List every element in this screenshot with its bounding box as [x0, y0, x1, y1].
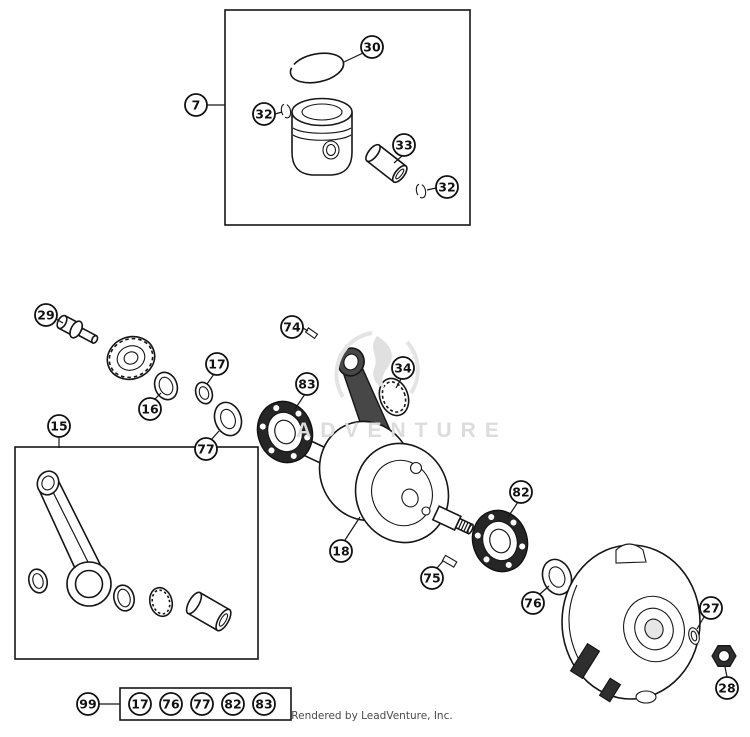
- callout-27[interactable]: 27: [699, 596, 723, 620]
- callout-74[interactable]: 74: [280, 315, 304, 339]
- flame-icon: [373, 336, 392, 388]
- bolt-29: [56, 314, 99, 344]
- pin-74: [304, 327, 319, 340]
- circlip-right: [415, 183, 427, 199]
- watermark-text: ADVENTURE: [296, 419, 508, 442]
- svg-text:30: 30: [363, 40, 381, 55]
- ignition-cover: [561, 543, 701, 704]
- footer-credit: Rendered by LeadVenture, Inc.: [291, 710, 452, 722]
- piston: [291, 97, 353, 176]
- watermark: ADVENTURE: [296, 331, 508, 442]
- washer-17: [194, 381, 214, 405]
- wrist-pin: [365, 143, 408, 184]
- svg-text:32: 32: [255, 107, 272, 122]
- callout-32-left[interactable]: 32: [252, 102, 276, 126]
- callout-16[interactable]: 16: [138, 397, 162, 421]
- main-bearing-right-82: [471, 509, 529, 573]
- callout-28[interactable]: 28: [715, 676, 739, 700]
- legend-callout-17[interactable]: 17: [128, 692, 152, 716]
- seal-76: [541, 558, 573, 596]
- conrod-kit-box: [14, 446, 259, 660]
- svg-text:17: 17: [131, 697, 148, 712]
- svg-text:29: 29: [37, 308, 54, 323]
- svg-text:77: 77: [197, 442, 214, 457]
- callout-83[interactable]: 83: [295, 372, 319, 396]
- callout-18[interactable]: 18: [329, 539, 353, 563]
- circlip-left: [280, 103, 292, 119]
- conrod-kit: [27, 470, 232, 632]
- svg-text:17: 17: [208, 357, 225, 372]
- callout-29[interactable]: 29: [34, 303, 58, 327]
- svg-text:99: 99: [79, 697, 96, 712]
- piston-ring: [289, 52, 345, 84]
- legend-callout-77[interactable]: 77: [190, 692, 214, 716]
- seal-77: [213, 401, 243, 437]
- svg-text:82: 82: [224, 697, 241, 712]
- svg-text:7: 7: [192, 98, 201, 113]
- svg-text:74: 74: [283, 320, 301, 335]
- svg-text:15: 15: [50, 419, 67, 434]
- svg-text:83: 83: [298, 377, 315, 392]
- legend-callout-82[interactable]: 82: [221, 692, 245, 716]
- needle-bearing-34: [378, 377, 410, 417]
- svg-text:16: 16: [141, 402, 159, 417]
- callout-76[interactable]: 76: [521, 591, 545, 615]
- crank-webs: [318, 420, 474, 544]
- callout-7[interactable]: 7: [184, 93, 208, 117]
- callout-15[interactable]: 15: [47, 414, 71, 438]
- callout-30[interactable]: 30: [360, 35, 384, 59]
- svg-text:83: 83: [255, 697, 272, 712]
- svg-text:33: 33: [395, 138, 412, 153]
- piston-group-box: [224, 9, 471, 226]
- callout-17[interactable]: 17: [205, 352, 229, 376]
- leader-lines: [55, 52, 728, 705]
- callout-82[interactable]: 82: [509, 480, 533, 504]
- callout-34[interactable]: 34: [391, 356, 415, 380]
- legend-callout-76[interactable]: 76: [159, 692, 183, 716]
- ring-16: [153, 371, 179, 401]
- primary-gear: [106, 335, 156, 381]
- legend-callout-83[interactable]: 83: [252, 692, 276, 716]
- pin-75: [441, 554, 458, 568]
- callout-33[interactable]: 33: [392, 133, 416, 157]
- svg-text:34: 34: [394, 361, 412, 376]
- svg-text:76: 76: [524, 596, 542, 611]
- svg-text:28: 28: [718, 681, 735, 696]
- svg-text:27: 27: [702, 601, 719, 616]
- callout-32-right[interactable]: 32: [435, 175, 459, 199]
- shim-27: [688, 627, 700, 645]
- nut-28: [711, 645, 737, 667]
- svg-text:32: 32: [438, 180, 455, 195]
- callout-75[interactable]: 75: [420, 566, 444, 590]
- svg-text:75: 75: [423, 571, 440, 586]
- callout-77[interactable]: 77: [194, 437, 218, 461]
- svg-text:82: 82: [512, 485, 529, 500]
- main-bearing-left-83: [256, 400, 314, 464]
- svg-text:76: 76: [162, 697, 180, 712]
- callout-99[interactable]: 99: [76, 692, 100, 716]
- svg-text:18: 18: [332, 544, 349, 559]
- svg-text:77: 77: [193, 697, 210, 712]
